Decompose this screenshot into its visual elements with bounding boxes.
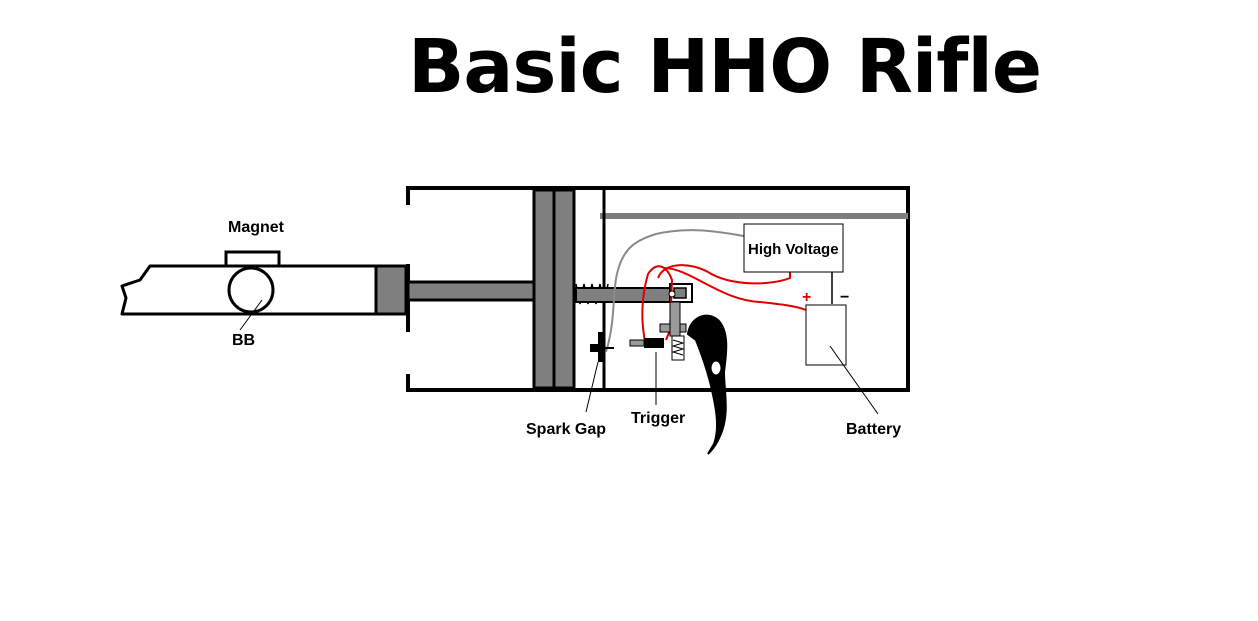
hv-wire-to-trigger [641,265,674,347]
high-voltage-module [743,223,844,273]
ground-wire [605,229,745,353]
diagram-title: Basic HHO Rifle [408,24,1042,110]
trigger-mechanism [629,290,687,361]
piston-plates [532,188,576,390]
battery-label: Battery [846,421,901,438]
battery-minus-sign: − [840,289,849,306]
magnet [224,250,281,268]
bb [227,266,275,314]
piston-rod [406,280,536,302]
battery-positive-wire [663,267,807,311]
battery-plus-sign: + [802,289,811,306]
trigger-label: Trigger [631,410,685,427]
high-voltage-label: High Voltage [748,241,839,258]
trigger-lever [686,314,728,455]
spark-gap-label: Spark Gap [526,421,606,438]
magnet-label: Magnet [228,219,285,236]
hv-wire-to-circuit [657,264,791,285]
battery [805,304,847,366]
bb-label: BB [232,332,255,349]
spark-gap [590,332,614,362]
